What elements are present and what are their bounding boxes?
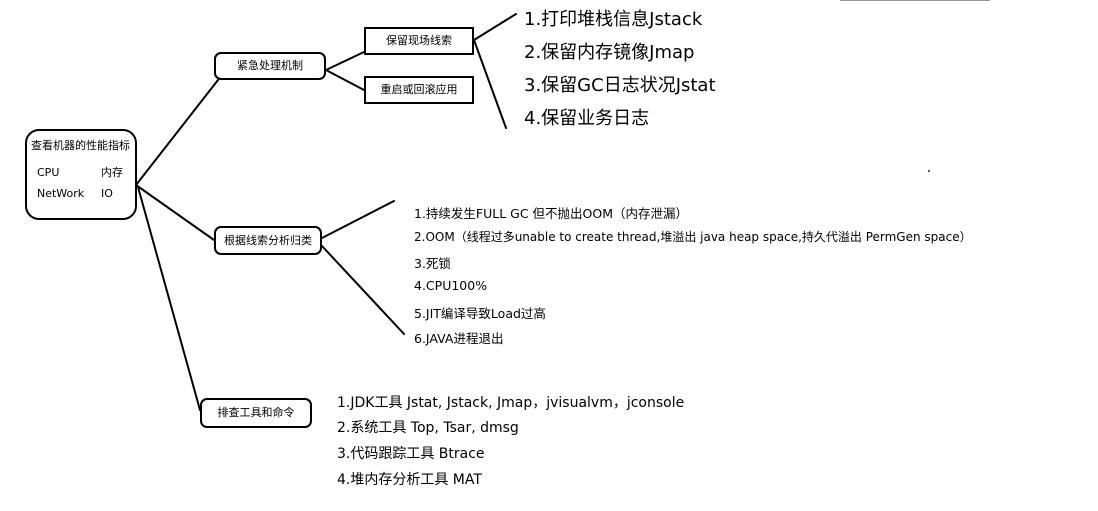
root-to-tools-line <box>137 186 201 411</box>
metric-io: IO <box>101 187 113 201</box>
root-metrics: CPU 内存 NetWork IO <box>31 166 131 200</box>
root-title: 查看机器的性能指标 <box>31 139 130 152</box>
clues-upper-fan-line <box>473 13 517 41</box>
root-to-analysis-line <box>135 184 215 241</box>
clues-node: 保留现场线索 <box>364 27 474 55</box>
analysis-item-2: 2.OOM（线程过多unable to create thread,堆溢出 ja… <box>414 230 972 244</box>
tools-item-2: 2.系统工具 Top, Tsar, dmsg <box>337 420 519 436</box>
tools-item-4: 4.堆内存分析工具 MAT <box>337 472 482 488</box>
restart-label: 重启或回滚应用 <box>380 83 458 97</box>
tools-node: 排查工具和命令 <box>200 398 312 428</box>
emergency-label: 紧急处理机制 <box>237 59 303 73</box>
emergency-to-restart-line <box>325 69 365 91</box>
clues-item-4: 4.保留业务日志 <box>524 108 650 129</box>
root-node: 查看机器的性能指标 CPU 内存 NetWork IO <box>25 129 137 220</box>
emergency-node: 紧急处理机制 <box>214 52 326 80</box>
analysis-item-3: 3.死锁 <box>414 256 451 271</box>
emergency-to-clues-line <box>325 51 365 71</box>
clues-lower-fan-line <box>473 39 507 129</box>
clues-label: 保留现场线索 <box>386 34 452 48</box>
analysis-item-5: 5.JIT编译导致Load过高 <box>414 306 546 321</box>
analysis-lower-fan-line <box>321 245 405 335</box>
stray-dot <box>928 170 930 172</box>
analysis-item-4: 4.CPU100% <box>414 278 488 293</box>
metric-memory: 内存 <box>101 166 123 180</box>
tools-item-3: 3.代码跟踪工具 Btrace <box>337 446 485 462</box>
clues-item-2: 2.保留内存镜像Jmap <box>524 42 695 63</box>
metric-network: NetWork <box>37 187 85 201</box>
analysis-upper-fan-line <box>321 200 395 239</box>
top-edge-line <box>840 0 990 1</box>
clues-item-3: 3.保留GC日志状况Jstat <box>524 75 716 96</box>
root-to-emergency-line <box>135 79 219 186</box>
analysis-item-1: 1.持续发生FULL GC 但不抛出OOM（内存泄漏） <box>414 206 689 221</box>
restart-node: 重启或回滚应用 <box>364 76 474 104</box>
clues-item-1: 1.打印堆栈信息Jstack <box>524 9 703 30</box>
metric-cpu: CPU <box>37 166 60 180</box>
tools-item-1: 1.JDK工具 Jstat, Jstack, Jmap，jvisualvm，jc… <box>337 395 685 411</box>
analysis-label: 根据线索分析归类 <box>224 233 312 247</box>
analysis-node: 根据线索分析归类 <box>214 226 322 255</box>
analysis-item-6: 6.JAVA进程退出 <box>414 331 504 346</box>
tools-label: 排查工具和命令 <box>217 406 295 420</box>
